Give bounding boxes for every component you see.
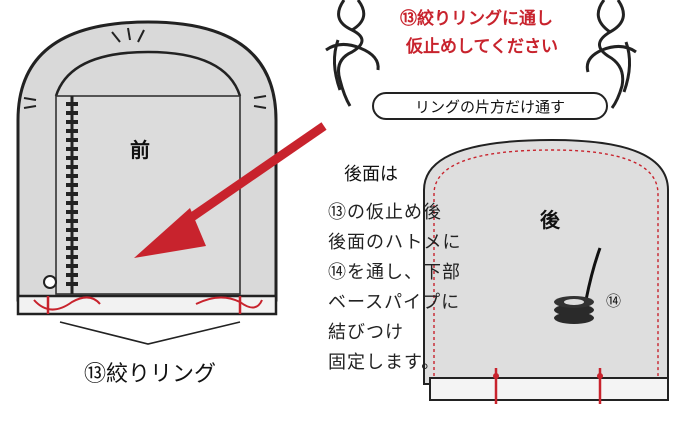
instruction-line: 固定します。	[328, 352, 441, 373]
knot-left-icon	[325, 0, 380, 107]
zipper-tooth	[66, 264, 78, 268]
instruction-text: ⑬の仮止め後 後面のハトメに ⑭を通し、下部 ベースパイプに 結びつけ 固定しま…	[328, 198, 462, 378]
zipper-tooth	[66, 174, 78, 178]
zipper-tooth	[66, 210, 78, 214]
back-label: 後	[540, 208, 560, 232]
one-side-only-pill: リングの片方だけ通す	[372, 92, 608, 120]
zipper-tooth	[66, 138, 78, 142]
zipper-tooth	[66, 183, 78, 187]
zipper-tooth	[66, 129, 78, 133]
zipper-tooth	[66, 156, 78, 160]
zipper-tooth	[66, 201, 78, 205]
zipper-tooth	[66, 237, 78, 241]
zipper-tooth	[66, 147, 78, 151]
zipper-tooth	[66, 120, 78, 124]
front-label: 前	[130, 138, 150, 162]
note-ring-through: ⑬絞りリングに通し	[400, 9, 553, 29]
instruction-line: ベースパイプに	[328, 292, 461, 313]
coiled-cord-icon	[554, 247, 602, 324]
ring-label: ⑬絞りリング	[84, 362, 217, 387]
knot-right-icon	[585, 0, 637, 109]
note-temporary-fix: 仮止めしてください	[406, 37, 558, 57]
cord-label: ⑭	[606, 292, 622, 310]
zipper-tooth	[66, 111, 78, 115]
zipper-tooth	[66, 246, 78, 250]
instruction-line: ⑬の仮止め後	[328, 202, 442, 223]
back-cover	[423, 138, 669, 404]
instruction-line: ⑭を通し、下部	[328, 262, 461, 283]
zipper-tooth	[66, 273, 78, 277]
zipper-teeth	[66, 102, 78, 286]
red-arrow	[134, 122, 327, 258]
zipper-tooth	[66, 282, 78, 286]
zipper-tooth	[66, 228, 78, 232]
back-heading: 後面は	[344, 164, 398, 185]
zipper-tooth	[66, 219, 78, 223]
zipper-tooth	[66, 192, 78, 196]
zipper-tooth	[66, 255, 78, 259]
instruction-line: 結びつけ	[328, 322, 404, 343]
emphasis-ticks	[23, 27, 267, 109]
instruction-line: 後面のハトメに	[328, 232, 462, 253]
zipper-tooth	[66, 102, 78, 106]
zipper-tooth	[66, 165, 78, 169]
front-cover	[16, 20, 278, 345]
